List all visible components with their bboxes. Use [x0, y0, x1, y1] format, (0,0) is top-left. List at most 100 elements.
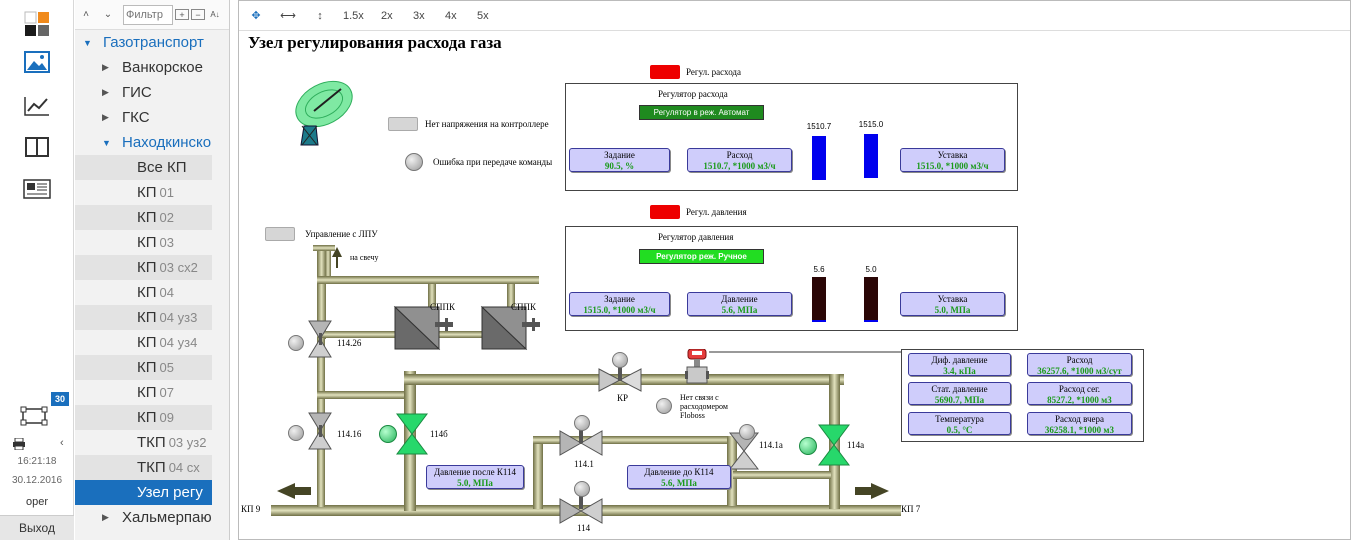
chevron-right-icon[interactable]: ▶	[102, 112, 109, 122]
zoom-3x-button[interactable]: 3x	[412, 9, 425, 22]
chevron-right-icon[interactable]: ▶	[102, 512, 109, 522]
tree-item[interactable]: КП 02	[75, 205, 212, 230]
flow-bar-1	[812, 136, 826, 180]
tree-item[interactable]: ▶ГКС	[75, 105, 212, 130]
tree-item[interactable]: ТКП 03 уз2	[75, 430, 212, 455]
control-valve-kr[interactable]	[597, 363, 643, 397]
tree-item[interactable]: КП 04 уз3	[75, 305, 212, 330]
fit-height-icon[interactable]: ↕	[317, 9, 323, 22]
flow-today: Расход сег.8527.2, *1000 м3	[1027, 382, 1132, 405]
tree-item[interactable]: КП 03	[75, 230, 212, 255]
clock-time: 16:21:18	[17, 456, 57, 467]
main-toolbar: ✥ ⟷ ↕ 1.5x 2x 3x 4x 5x	[239, 1, 1350, 31]
valve-actuator-icon	[288, 425, 304, 441]
pressure-regulator-panel: Регулятор давления Регулятор реж. Ручное…	[565, 226, 1018, 331]
tree-item-label: Газотранспорт	[103, 34, 204, 51]
chevron-right-icon[interactable]: ▶	[102, 62, 109, 72]
tree-item[interactable]: КП 04 уз4	[75, 330, 212, 355]
tree-item[interactable]: ▼ Газотранспорт	[75, 30, 212, 55]
chevron-down-icon[interactable]: ▼	[102, 137, 111, 148]
tree-item-label: КП	[137, 409, 157, 426]
kp9-label: КП 9	[241, 504, 261, 514]
zoom-1-5x-button[interactable]: 1.5x	[343, 9, 364, 22]
tree-item-number: 04 уз3	[159, 310, 198, 325]
sort-up-icon[interactable]: ˄	[83, 9, 89, 20]
valve-114a[interactable]	[817, 423, 851, 467]
icon-rail: 30 ‹ 16:21:18 30.12.2016 oper Выход	[0, 0, 74, 540]
image-icon[interactable]	[21, 48, 53, 76]
kp7-label: КП 7	[901, 504, 921, 514]
flow-reg-mode[interactable]: Регулятор в реж. Автомат	[639, 105, 764, 120]
valve-114[interactable]	[558, 491, 604, 531]
valve-114-16[interactable]	[301, 411, 347, 451]
clock-date: 30.12.2016	[11, 475, 63, 486]
collapse-icon[interactable]: ‹	[60, 437, 64, 449]
valve-actuator-icon	[574, 415, 590, 431]
pressure-reg-mode[interactable]: Регулятор реж. Ручное	[639, 249, 764, 264]
tree-item[interactable]: КП 09	[75, 405, 212, 430]
ldu-control-indicator	[265, 227, 295, 241]
tree-item-number: 07	[159, 385, 174, 400]
pressure-reg-indicator	[650, 205, 680, 219]
sort-az-icon[interactable]: A↓	[210, 10, 220, 19]
trend-chart-icon[interactable]	[21, 92, 53, 120]
no-power-label: Нет напряжения на контроллере	[425, 119, 549, 129]
zoom-4x-button[interactable]: 4x	[444, 9, 457, 22]
tree-item-label: ТКП	[137, 459, 166, 476]
zoom-2x-button[interactable]: 2x	[380, 9, 393, 22]
tree-item[interactable]: ТКП 04 сх	[75, 455, 212, 480]
tree-filter-input[interactable]	[123, 4, 173, 25]
tree-item[interactable]: КП 07	[75, 380, 212, 405]
scheme-canvas: Узел регулирования расхода газа	[239, 31, 1350, 539]
control-valve-kr-label: КР	[617, 393, 629, 403]
pressure-regulator-title: Регулятор давления	[658, 232, 734, 242]
logout-button[interactable]: Выход	[0, 515, 74, 540]
fit-width-icon[interactable]: ⟷	[280, 10, 296, 22]
palette-icon[interactable]	[21, 10, 53, 38]
chevron-down-icon[interactable]: ⌄	[103, 9, 113, 20]
chevron-down-icon[interactable]: ▼	[83, 37, 92, 48]
valve-114-16-label: 114.16	[337, 429, 362, 439]
tree-item-label: Узел регу	[137, 484, 203, 501]
tree-item-number: 05	[159, 360, 174, 375]
tree-item[interactable]: ▶Хальмерпаю	[75, 505, 212, 530]
report-icon[interactable]	[21, 175, 53, 203]
tree-item[interactable]: КП 05	[75, 355, 212, 380]
valve-actuator-icon	[799, 437, 817, 455]
printer-icon[interactable]	[12, 437, 26, 451]
split-panel-icon[interactable]	[21, 133, 53, 161]
pressure-reg-indicator-label: Регул. давления	[686, 207, 747, 217]
events-icon[interactable]	[17, 402, 57, 430]
tree-item-number: 03 уз2	[168, 435, 207, 450]
tree-item[interactable]: ▶Ванкорское	[75, 55, 212, 80]
valve-114-1[interactable]	[558, 423, 604, 463]
chevron-right-icon[interactable]: ▶	[102, 87, 109, 97]
flow-meter-icon[interactable]	[685, 349, 709, 389]
tree-item[interactable]: Узел регу	[75, 480, 212, 505]
tree-item[interactable]: ▼Находкинско	[75, 130, 212, 155]
tree-item[interactable]: КП 04	[75, 280, 212, 305]
tree-item[interactable]: КП 03 сх2	[75, 255, 212, 280]
valve-114-label: 114	[577, 523, 591, 533]
collapse-all-icon[interactable]: −	[191, 9, 205, 20]
tree-item-label: ГИС	[122, 84, 152, 101]
valve-114b[interactable]	[395, 412, 429, 456]
tree-panel: ˄ ⌄ + − A↓ ▼Газотранспорт▶Ванкорское▶ГИС…	[75, 0, 230, 540]
valve-114-26[interactable]	[301, 319, 347, 359]
tree-item[interactable]: ▶ ГИС	[75, 80, 212, 105]
expand-all-icon[interactable]: +	[175, 9, 189, 20]
pan-tool-icon[interactable]: ✥	[251, 10, 261, 22]
sppk-label-1: СППК	[430, 302, 456, 312]
tree-item[interactable]: КП 01	[75, 180, 212, 205]
zoom-5x-button[interactable]: 5x	[476, 9, 489, 22]
tree-toolbar: ˄ ⌄ + − A↓	[75, 0, 229, 30]
tree-item[interactable]: Все КП	[75, 155, 212, 180]
